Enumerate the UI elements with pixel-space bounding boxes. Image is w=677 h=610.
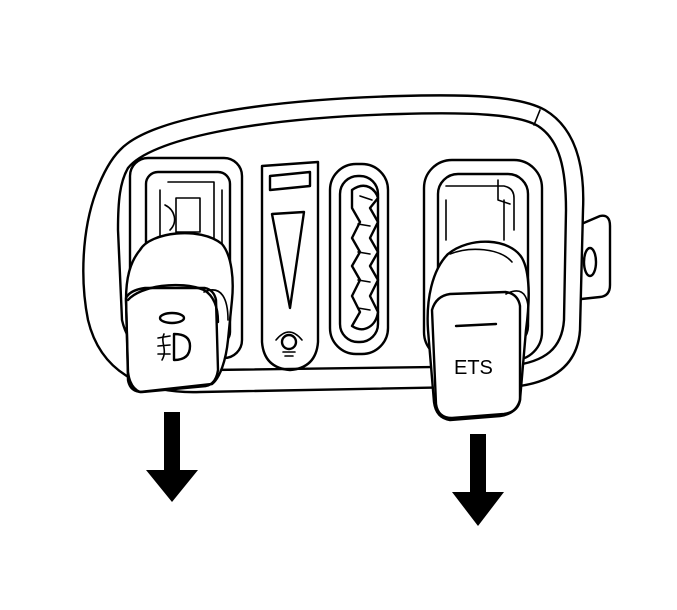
right-down-arrow: [452, 434, 504, 526]
ets-switch-knob[interactable]: ETS: [426, 240, 530, 422]
thumbwheel[interactable]: [350, 184, 380, 331]
dimmer-slot: [260, 160, 320, 372]
thumbwheel-slot: [328, 162, 390, 356]
fog-lamp-icon: [157, 332, 192, 362]
left-down-arrow: [146, 412, 198, 502]
ets-label: ETS: [454, 357, 493, 379]
fog-lamp-switch-knob[interactable]: [124, 231, 234, 394]
dimmer-light-icon: [275, 331, 303, 357]
